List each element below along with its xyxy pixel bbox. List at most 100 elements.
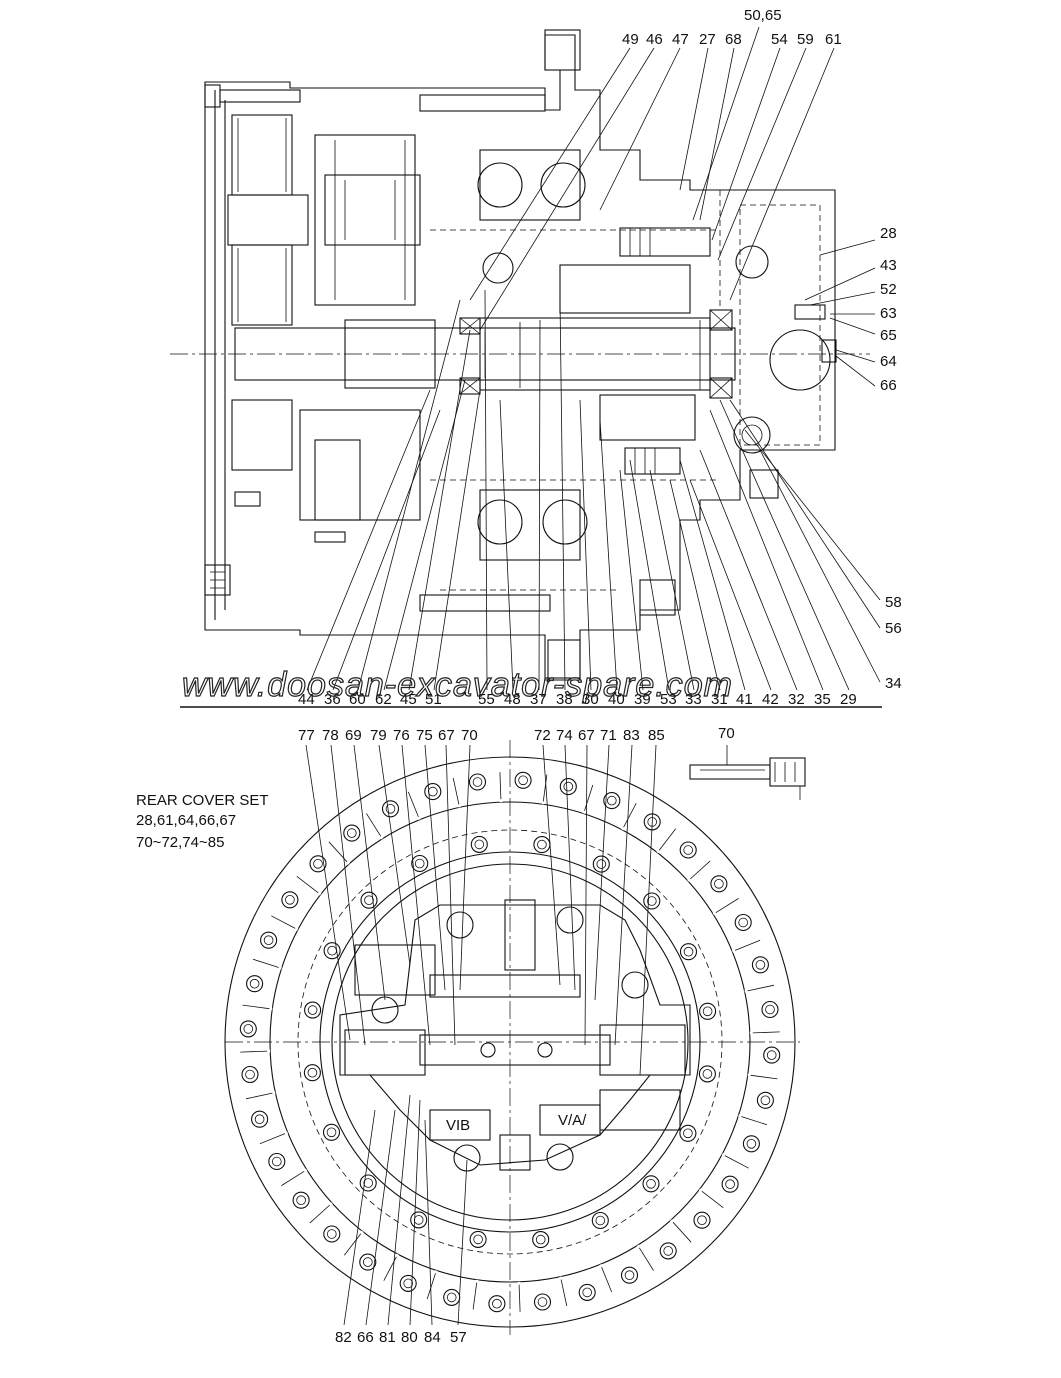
inner-bolt-hole [470,835,488,853]
inner-bolt-hole [359,1174,377,1192]
rear-cover-line1: 28,61,64,66,67 [136,812,236,829]
outer-bolt-hole-inner [427,786,438,797]
inner-bolt-hole [303,1064,321,1082]
flange-slot [426,1273,436,1300]
outer-bolt-hole-inner [738,917,748,928]
callout-label: 58 [885,594,902,611]
inner-bolt-hole-inner [473,1234,483,1245]
callout-label: 72 [534,727,551,744]
flange-slot [658,828,677,851]
flange-slot [240,1050,268,1053]
inner-bolt-hole [679,943,698,961]
callout-label: 79 [370,727,387,744]
callout-label: 49 [622,31,639,48]
callout-label: 52 [880,281,897,298]
callout-label: 67 [438,727,455,744]
flange-slot [623,803,637,828]
callout-label: 84 [424,1329,441,1346]
outer-bolt-hole [761,1000,779,1019]
outer-bolt-hole [468,773,487,791]
callout-label: 41 [736,691,753,708]
callout-label: 59 [797,31,814,48]
flange-slot [242,1004,270,1010]
callout-label: 67 [578,727,595,744]
inner-bolt-hole-inner [702,1069,713,1079]
callout-label: 71 [600,727,617,744]
flange-slot [750,1074,778,1080]
outer-bolt-hole-inner [285,894,295,905]
flange-slot [747,984,775,992]
outer-bolt-hole [359,1253,377,1271]
inner-bolt-hole [304,1001,322,1019]
flange-slot [638,1247,654,1271]
outer-bolt-hole-inner [362,1257,373,1267]
outer-bolt-hole-inner [537,1297,548,1307]
bearing-marks [459,309,733,399]
flange-slots [237,769,783,1315]
inner-bolt-hole [591,1211,609,1230]
callout-label: 30 [582,691,599,708]
callout-label: 55 [478,691,495,708]
callout-label: 28 [880,225,897,242]
outer-bolt-hole-inner [697,1215,707,1225]
inner-bolt-hole-inner [683,946,694,957]
inner-bolt-hole [679,1124,697,1142]
inner-bolt-hole-inner [327,945,337,956]
callout-label: 81 [379,1329,396,1346]
outer-bolt-hole [399,1274,417,1292]
port-a-label: V/A/ [558,1112,587,1129]
outer-bolt-hole-inner [683,845,693,855]
outer-bolt-hole-inner [385,803,396,814]
callout-label: 83 [623,727,640,744]
outer-bolt-hole-inner [624,1270,635,1280]
callout-label: 56 [885,620,902,637]
callout-label: 53 [660,691,677,708]
rear-cover-set-note: REAR COVER SET 28,61,64,66,67 70~72,74~8… [136,792,269,851]
outer-bolt-hole [763,1046,781,1064]
callout-label: 66 [357,1329,374,1346]
outer-bolt-hole-inner [446,1292,457,1303]
outer-bolt-hole [268,1152,286,1171]
flange-slot [366,813,382,837]
outer-bolt-hole [603,792,621,810]
callout-label: 34 [885,675,902,692]
flange-slot [734,939,761,951]
inner-bolt-hole-inner [596,859,607,869]
outer-bolt-hole [251,1110,269,1128]
outer-bolt-holes [239,771,781,1313]
inner-bolt-hole [533,836,551,854]
outer-bolt-hole-inner [492,1298,502,1309]
flange-slot [281,1170,305,1186]
outer-bolt-hole [309,855,327,873]
callout-label: 64 [880,353,897,370]
callout-label: 77 [298,727,315,744]
port-b-label: VIB [446,1117,470,1134]
watermark: www.doosan-excavator-spare.com [182,666,733,704]
flange-slot [252,958,279,968]
callout-label: 63 [880,305,897,322]
outer-bolt-hole [488,1295,506,1313]
flange-slot [245,1092,273,1100]
rear-leader-lines [305,744,657,1326]
bottom-callouts: 44 36 60 62 45 51 55 48 37 38 30 40 39 5… [298,691,857,708]
outer-bolt-hole [323,1225,341,1243]
flange-slot [715,898,739,914]
flange-slot [452,777,460,805]
inner-bolt-hole-inner [683,1128,693,1139]
flange-slot [518,1284,521,1312]
outer-bolt-hole [424,783,442,801]
outer-bolt-hole-inner [326,1229,337,1239]
outer-bolt-hole [241,1065,259,1084]
flange-slot [672,1221,692,1243]
flange-slot [752,1031,780,1034]
outer-bolt-hole-inner [766,1050,777,1060]
outer-bolt-hole [246,975,264,993]
flange-slot [601,1266,613,1293]
outer-bolt-hole [343,824,361,842]
outer-bolt-hole [559,778,577,796]
outer-bolt-hole-inner [606,795,617,806]
outer-bolt-hole [533,1293,552,1311]
inner-bolt-hole-inner [413,1215,424,1225]
callout-label: 57 [450,1329,467,1346]
